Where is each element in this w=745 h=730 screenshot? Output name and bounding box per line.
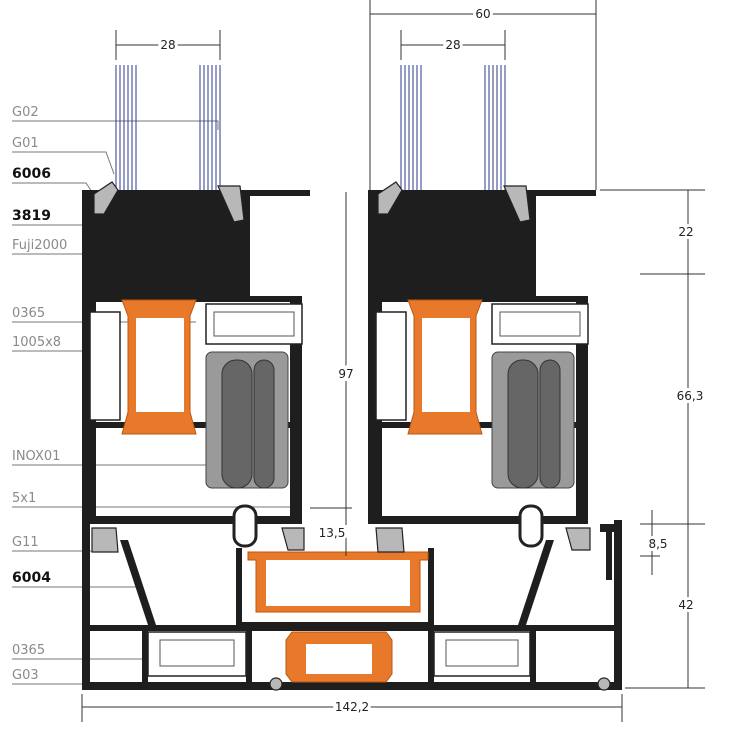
label-1005x8: 1005x8 (12, 335, 61, 350)
frame-right-post (606, 524, 612, 580)
sash-left-inox-runner (232, 504, 258, 548)
sash-right-glass-rest (400, 270, 536, 278)
dimensions: 28 60 28 22 66,3 8,5 42 97 13,5 142,2 (81, 0, 706, 722)
gasket-g02-right (503, 185, 531, 223)
dim-right-top: 22 (678, 225, 693, 239)
dim-center-low: 13,5 (319, 526, 346, 540)
frame-right-wall (614, 520, 622, 690)
gasket-g11-left (91, 527, 119, 553)
frame-right-slant (518, 540, 554, 625)
sash-right-side-chamber (375, 311, 407, 421)
dim-right-bottom: 42 (678, 598, 693, 612)
label-6004: 6004 (12, 570, 51, 586)
insert-detail (445, 639, 519, 667)
leader-g02 (12, 120, 219, 130)
sash-left-glass-rest (114, 270, 250, 278)
frame-divider (246, 631, 252, 682)
sash-right-bottom (368, 516, 588, 524)
outer-frame (82, 520, 622, 691)
sash-left (82, 65, 310, 553)
frame-divider (142, 631, 148, 682)
thermal-hollow (306, 644, 372, 674)
label-5x1: 5x1 (12, 491, 36, 506)
label-g03: G03 (12, 668, 39, 683)
sash-left-thermal-hollow (136, 318, 184, 412)
frame-channel-floor (236, 622, 434, 628)
label-0365-top: 0365 (12, 306, 45, 321)
sash-right-inox-runner (518, 504, 544, 548)
bottom-insert-right (433, 631, 531, 677)
housing-detail (499, 311, 581, 337)
dim-center-height: 97 (338, 367, 353, 381)
gasket-g11-right (375, 527, 405, 553)
sash-right-thermal-hollow (422, 318, 470, 412)
gasket-g11-right-mid (565, 527, 591, 551)
dim-total-width: 142,2 (335, 700, 369, 714)
wheel-hub (253, 359, 275, 489)
sash-right-rail (382, 422, 588, 428)
sash-right-roller-housing (491, 303, 589, 345)
frame-divider (530, 631, 536, 682)
wheel-hub (221, 359, 253, 489)
dim-glass-right: 28 (445, 38, 460, 52)
gasket-g11-mid (281, 527, 305, 551)
sash-right-bead (526, 196, 536, 276)
wheel-hub (507, 359, 539, 489)
left-labels: G02 G01 6006 3819 Fuji2000 0365 1005x8 I… (12, 105, 300, 685)
insert-detail (159, 639, 235, 667)
label-g11: G11 (12, 535, 39, 550)
center-thermal-hollow (266, 560, 410, 606)
sash-left-rail (96, 422, 302, 428)
housing-detail (213, 311, 295, 337)
sash-left-side-chamber (89, 311, 121, 421)
label-3819: 3819 (12, 208, 51, 224)
dim-right-mid: 66,3 (677, 389, 704, 403)
dim-sash-width: 60 (475, 7, 490, 21)
frame-base (82, 682, 622, 690)
gasket-g01-left (93, 181, 119, 215)
label-0365-bottom: 0365 (12, 643, 45, 658)
frame-divider (428, 631, 434, 682)
label-inox01: INOX01 (12, 449, 60, 464)
sash-left-bead (240, 196, 250, 276)
wheel-hub (539, 359, 561, 489)
dim-glass-left: 28 (160, 38, 175, 52)
dim-right-small: 8,5 (648, 537, 667, 551)
bottom-insert-left (147, 631, 247, 677)
leader-g01 (12, 151, 115, 175)
frame-left-slant (120, 540, 156, 625)
gasket-g02-left (217, 185, 245, 223)
frame-channel-wall (428, 548, 434, 628)
gasket-g03-right (597, 677, 611, 691)
label-g01: G01 (12, 136, 39, 151)
frame-left-wall (82, 520, 90, 690)
sash-right (368, 65, 596, 553)
gasket-g01-right (377, 181, 403, 215)
label-g02: G02 (12, 105, 39, 120)
label-6006: 6006 (12, 166, 51, 182)
gasket-g03-left (269, 677, 283, 691)
label-fuji2000: Fuji2000 (12, 238, 67, 253)
frame-channel-wall (236, 548, 242, 628)
sash-left-bottom (82, 516, 302, 524)
sash-left-roller-housing (205, 303, 303, 345)
